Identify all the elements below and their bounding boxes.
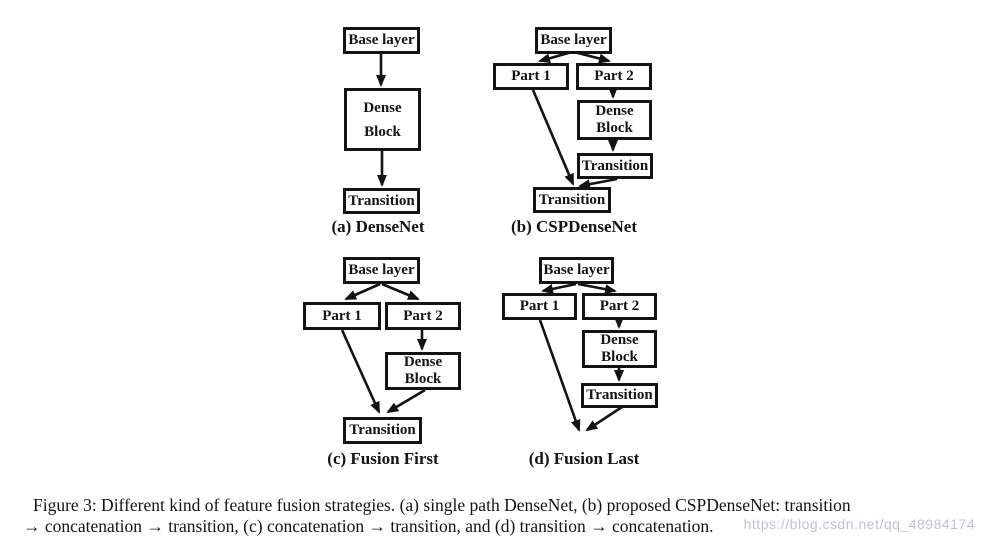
figure-caption: Figure 3: Different kind of feature fusi… [23,495,971,537]
diagram-label-b: (b) CSPDenseNet [510,217,638,236]
arrow-b-part1-to-transition-lower [531,89,575,186]
node-dense-block-a: Dense Block [344,88,421,151]
node-part2-d: Part 2 [582,293,657,320]
node-transition-d: Transition [581,383,658,408]
diagram-label-c: (c) Fusion First [327,449,439,468]
figure-caption-line1: Figure 3: Different kind of feature fusi… [33,495,851,515]
watermark-url: https://blog.csdn.net/qq_48984174 [743,516,975,532]
node-part1-d: Part 1 [502,293,577,320]
arrow-d-base-to-part1 [541,282,577,294]
arrow-c-dense-to-transition [386,388,426,414]
node-dense-block-c: Dense Block [385,352,461,390]
diagram-label-d: (d) Fusion Last [528,449,640,468]
node-base-layer-c: Base layer [343,257,420,284]
arrow-c-part1-to-transition [340,329,381,414]
node-base-layer-a: Base layer [343,27,420,54]
arrow-d-base-to-part2 [577,282,617,295]
diagram-label-a: (a) DenseNet [331,217,425,236]
node-part1-c: Part 1 [303,302,381,330]
arrow-c-base-to-part1 [344,282,381,301]
arrow-c-base-to-part2 [381,282,420,301]
node-base-layer-d: Base layer [539,257,614,284]
node-transition-lower-b: Transition [533,187,611,213]
node-part2-c: Part 2 [385,302,461,330]
node-transition-upper-b: Transition [577,153,653,179]
node-transition-a: Transition [343,188,420,214]
arrow-d-part1-to-join [538,319,581,432]
node-dense-block-d: Dense Block [582,330,657,368]
arrow-d-transition-to-join [585,405,623,432]
node-part2-b: Part 2 [576,63,652,90]
node-transition-c: Transition [343,417,422,444]
node-base-layer-b: Base layer [535,27,612,54]
arrow-b-transition-to-transition-lower [578,177,618,190]
node-dense-block-b: Dense Block [577,100,652,140]
node-part1-b: Part 1 [493,63,569,90]
figure-caption-line2: → concatenation → transition, (c) concat… [23,516,714,536]
